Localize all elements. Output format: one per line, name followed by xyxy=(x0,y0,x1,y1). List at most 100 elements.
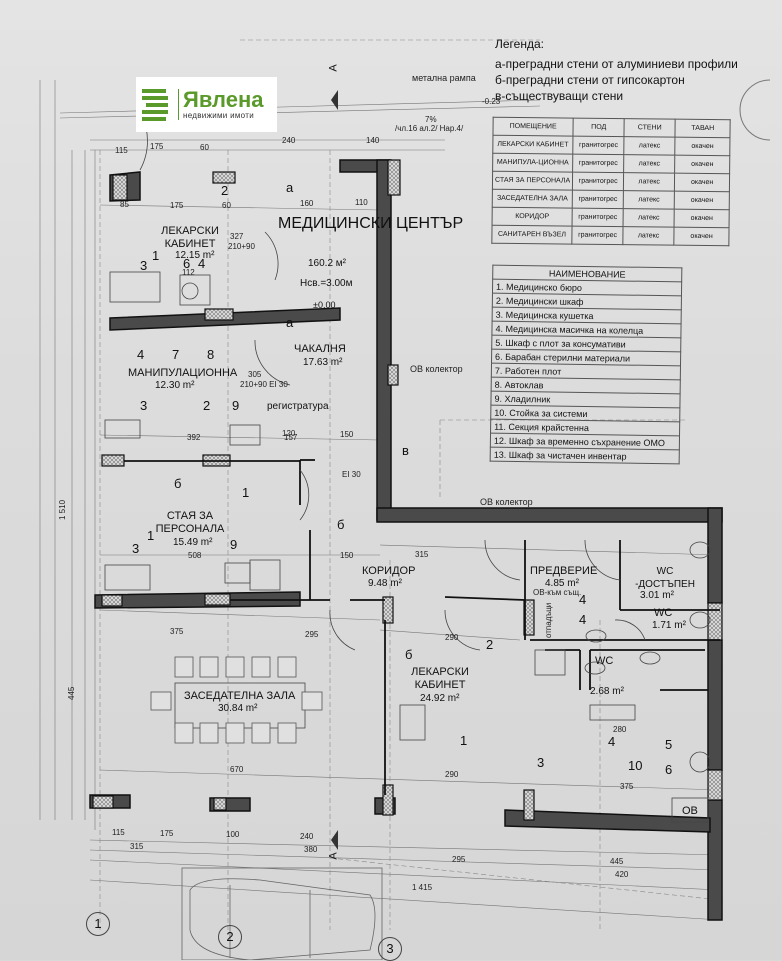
furniture-number: 4 xyxy=(608,734,616,749)
room-manip-area: 12.30 m² xyxy=(155,380,195,391)
furniture-number: 1 xyxy=(147,528,155,543)
dim: 420 xyxy=(615,870,629,879)
grid-axis-2: 2 xyxy=(218,925,242,949)
room-waiting-area: 17.63 m² xyxy=(303,357,343,368)
dim: 290 xyxy=(445,770,459,779)
cell: гранитогрес xyxy=(572,190,624,209)
room-corridor-area: 9.48 m² xyxy=(368,578,402,589)
room-cabinet-2: ЛЕКАРСКИ КАБИНЕТ xyxy=(411,666,469,691)
wall-mark-a: а xyxy=(286,180,294,195)
door-2-width: 305 xyxy=(248,370,262,379)
cell: окачен xyxy=(673,227,730,246)
furniture-number: 6 xyxy=(183,256,191,271)
furniture-number: 6 xyxy=(665,762,673,777)
furniture-number: 3 xyxy=(140,398,148,413)
cell: окачен xyxy=(674,137,731,156)
waste-label: отпадъци xyxy=(544,602,553,638)
finish-header: СТЕНИ xyxy=(624,118,676,138)
cell: окачен xyxy=(674,209,730,228)
dim: 175 xyxy=(150,142,164,151)
room-wc-3: WC xyxy=(595,655,614,667)
furniture-number: 1 xyxy=(460,733,468,748)
logo-tagline: недвижими имоти xyxy=(183,111,254,120)
legend-title: Легенда: xyxy=(495,37,544,51)
cell: гранитогрес xyxy=(571,226,624,245)
legend-line-a: а-преградни стени от алуминиеви профили xyxy=(495,57,738,71)
items-table: НАИМЕНОВАНИЕ 1. Медицинско бюро 2. Медиц… xyxy=(490,265,683,465)
furniture-number: 3 xyxy=(132,541,140,556)
furniture-number: 4 xyxy=(579,592,587,607)
cell: окачен xyxy=(674,173,730,192)
dim: 375 xyxy=(170,627,184,636)
brand-logo: Явлена недвижими имоти xyxy=(136,77,277,132)
room-waiting: ЧАКАЛНЯ xyxy=(294,343,346,355)
dim: 150 xyxy=(340,430,354,439)
room-meeting: ЗАСЕДАТЕЛНА ЗАЛА xyxy=(184,690,296,702)
dim-total-left: 1 510 xyxy=(58,499,67,520)
item-row: 13. Шкаф за чистачен инвентар xyxy=(490,447,680,464)
dim: 85 xyxy=(120,200,129,209)
door-1-width: 327 xyxy=(230,232,244,241)
cell: СТАЯ ЗА ПЕРСОНАЛА xyxy=(492,171,573,191)
dim: 140 xyxy=(366,136,380,145)
dim: 157 xyxy=(284,433,298,442)
ramp-ref: /чл.16 ал.2/ Нар.4/ xyxy=(395,124,464,133)
dim: 380 xyxy=(304,845,318,854)
ov-box: ОВ xyxy=(682,805,698,817)
furniture-number: 2 xyxy=(486,637,494,652)
room-staff: СТАЯ ЗА ПЕРСОНАЛА xyxy=(155,510,225,535)
door-1-size: 210+90 xyxy=(228,242,255,251)
reception-label: регистратура xyxy=(267,401,329,412)
ramp-slope: 7% xyxy=(425,115,437,124)
dim: 175 xyxy=(170,201,184,210)
cell: окачен xyxy=(674,191,730,210)
dim: 290 xyxy=(445,633,459,642)
plan-title: МЕДИЦИНСКИ ЦЕНТЪР xyxy=(278,215,464,232)
room-manip: МАНИПУЛАЦИОННА xyxy=(128,367,238,379)
cell: гранитогрес xyxy=(572,136,625,155)
logo-brand: Явлена xyxy=(183,87,264,112)
dim: 445 xyxy=(67,686,76,700)
wall-mark-b: б xyxy=(174,476,182,491)
room-wc-3-area: 2.68 m² xyxy=(590,686,624,697)
vestibule-note: ОВ-към същ. xyxy=(533,588,582,597)
room-cabinet-1: ЛЕКАРСКИ КАБИНЕТ xyxy=(161,225,219,250)
legend-line-b: б-преградни стени от гипсокартон xyxy=(495,73,685,87)
wall-mark-b: б xyxy=(405,647,413,662)
dim: 375 xyxy=(620,782,634,791)
dim: 508 xyxy=(188,551,202,560)
cell: латекс xyxy=(623,172,675,192)
dim: 115 xyxy=(115,146,128,155)
cell: латекс xyxy=(623,208,675,228)
ramp-label: метална рампа xyxy=(412,73,476,83)
furniture-number: 3 xyxy=(140,258,148,273)
furniture-number: 3 xyxy=(537,755,545,770)
dim: 392 xyxy=(187,433,201,442)
furniture-number: 4 xyxy=(579,612,587,627)
section-mark-top: А xyxy=(327,64,340,72)
furniture-number: 9 xyxy=(232,398,240,413)
wall-mark-v: в xyxy=(402,443,409,458)
collector-label-1: ОВ колектор xyxy=(410,364,463,374)
cell: окачен xyxy=(674,155,730,174)
finish-header: ПОД xyxy=(573,118,625,137)
cell: латекс xyxy=(623,190,675,210)
dim: 1 415 xyxy=(412,883,433,892)
cell: ЛЕКАРСКИ КАБИНЕТ xyxy=(492,135,574,155)
room-cabinet-2-area: 24.92 m² xyxy=(420,693,460,704)
dim: 110 xyxy=(355,198,368,207)
room-wc-accessible: WC -ДОСТЪПЕН xyxy=(635,566,695,590)
furniture-number: 1 xyxy=(242,485,250,500)
room-meeting-area: 30.84 m² xyxy=(218,703,258,714)
cell: гранитогрес xyxy=(572,154,624,173)
cell: МАНИПУЛА-ЦИОННА xyxy=(492,153,573,173)
dim: 295 xyxy=(452,855,466,864)
dim: 150 xyxy=(340,551,354,560)
collector-label-2: ОВ колектор xyxy=(480,497,533,507)
cell: гранитогрес xyxy=(572,172,624,191)
room-staff-area: 15.49 m² xyxy=(173,537,213,548)
